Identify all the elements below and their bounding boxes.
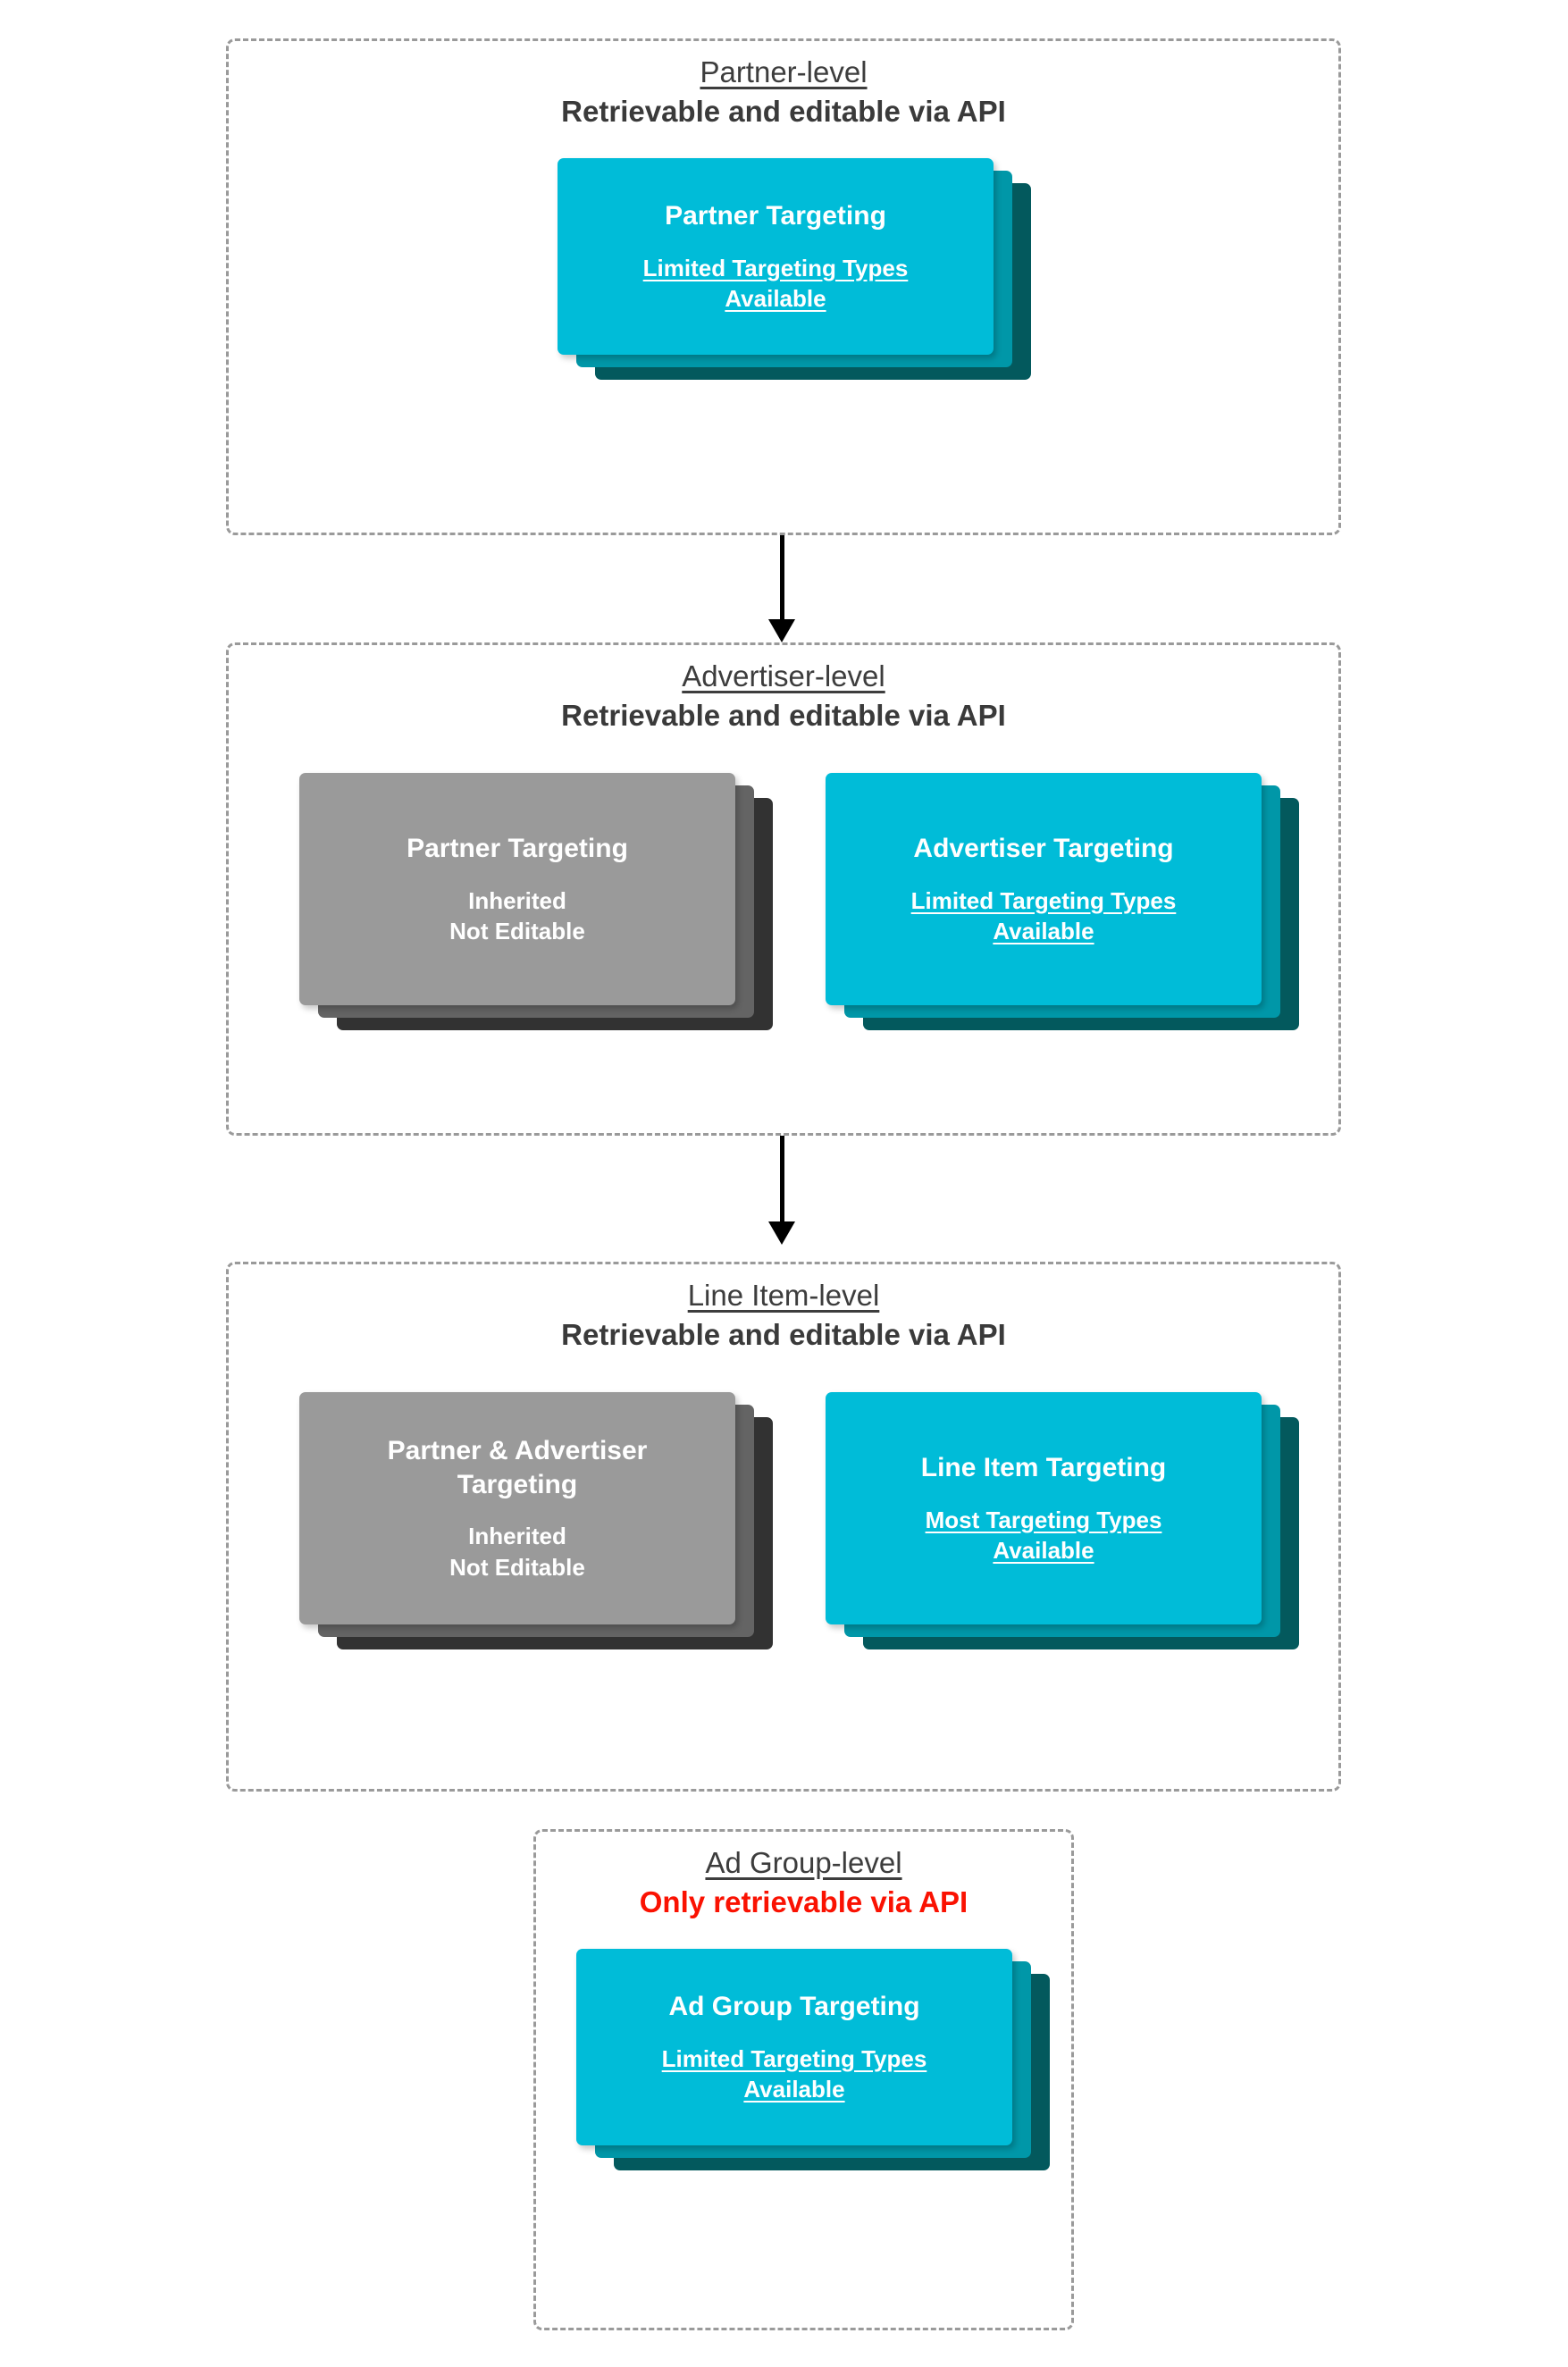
level-heading-ad-group: Ad Group-level Only retrievable via API [536,1846,1071,1920]
card-subtitle-line2: Not Editable [449,1553,585,1581]
card-subtitle-line2: Available [993,1536,1094,1564]
card-stack-inherited-partner-advertiser-targeting[interactable]: Partner & Advertiser Targeting Inherited… [299,1392,773,1649]
level-box-advertiser: Advertiser-level Retrievable and editabl… [226,642,1341,1136]
level-heading-partner: Partner-level Retrievable and editable v… [229,55,1338,130]
card-stack-partner-targeting[interactable]: Partner Targeting Limited Targeting Type… [558,158,1031,380]
card-title: Line Item Targeting [920,1452,1167,1482]
card-subtitle: Most Targeting Types Available [926,1505,1162,1566]
card-line-item-targeting[interactable]: Line Item Targeting Most Targeting Types… [826,1392,1262,1624]
card-stack-inherited-partner-targeting[interactable]: Partner Targeting Inherited Not Editable [299,773,773,1030]
card-title: Partner & Advertiser Targeting [387,1435,648,1499]
card-subtitle: Limited Targeting Types Available [911,886,1177,947]
level-name-ad-group: Ad Group-level [705,1846,902,1879]
card-stack-ad-group-targeting[interactable]: Ad Group Targeting Limited Targeting Typ… [576,1949,1050,2170]
level-access-partner: Retrievable and editable via API [561,94,1006,128]
card-stack-line-item-targeting[interactable]: Line Item Targeting Most Targeting Types… [826,1392,1299,1649]
connector-advertiser-to-line-item [764,1136,800,1245]
card-subtitle-line1: Limited Targeting Types [661,2044,927,2072]
card-advertiser-targeting[interactable]: Advertiser Targeting Limited Targeting T… [826,773,1262,1005]
card-subtitle-line1: Inherited [468,1523,566,1550]
card-title: Advertiser Targeting [913,833,1174,863]
card-subtitle: Inherited Not Editable [449,1521,585,1582]
level-access-line-item: Retrievable and editable via API [561,1317,1006,1351]
card-subtitle-line2: Available [725,284,826,312]
card-title: Partner Targeting [407,833,628,863]
card-title: Partner Targeting [665,200,886,231]
arrow-shaft [779,1136,784,1223]
level-access-ad-group: Only retrievable via API [639,1884,968,1918]
card-subtitle-line2: Not Editable [449,917,585,944]
card-subtitle-line1: Limited Targeting Types [642,254,909,281]
level-box-ad-group: Ad Group-level Only retrievable via API … [533,1829,1074,2330]
card-subtitle-line1: Most Targeting Types [925,1506,1162,1533]
card-stack-advertiser-targeting[interactable]: Advertiser Targeting Limited Targeting T… [826,773,1299,1030]
level-name-advertiser: Advertiser-level [682,659,885,692]
arrow-shaft [779,535,784,621]
level-box-partner: Partner-level Retrievable and editable v… [226,38,1341,535]
card-subtitle: Limited Targeting Types Available [662,2044,927,2105]
level-heading-advertiser: Advertiser-level Retrievable and editabl… [229,659,1338,734]
card-subtitle-line1: Limited Targeting Types [910,886,1177,914]
level-box-line-item: Line Item-level Retrievable and editable… [226,1262,1341,1792]
card-title: Ad Group Targeting [668,1991,920,2021]
card-ad-group-targeting[interactable]: Ad Group Targeting Limited Targeting Typ… [576,1949,1012,2145]
card-inherited-partner-targeting[interactable]: Partner Targeting Inherited Not Editable [299,773,735,1005]
card-inherited-partner-advertiser-targeting[interactable]: Partner & Advertiser Targeting Inherited… [299,1392,735,1624]
arrow-head [768,619,795,642]
arrow-head [768,1221,795,1245]
card-partner-targeting[interactable]: Partner Targeting Limited Targeting Type… [558,158,994,355]
connector-partner-to-advertiser [764,535,800,642]
level-heading-line-item: Line Item-level Retrievable and editable… [229,1279,1338,1353]
card-subtitle: Inherited Not Editable [449,886,585,947]
card-subtitle-line2: Available [743,2075,845,2103]
card-subtitle-line2: Available [993,917,1094,944]
level-access-advertiser: Retrievable and editable via API [561,698,1006,732]
level-name-line-item: Line Item-level [687,1279,880,1312]
card-subtitle-line1: Inherited [468,886,566,914]
level-name-partner: Partner-level [700,55,868,88]
card-subtitle: Limited Targeting Types Available [643,253,909,315]
